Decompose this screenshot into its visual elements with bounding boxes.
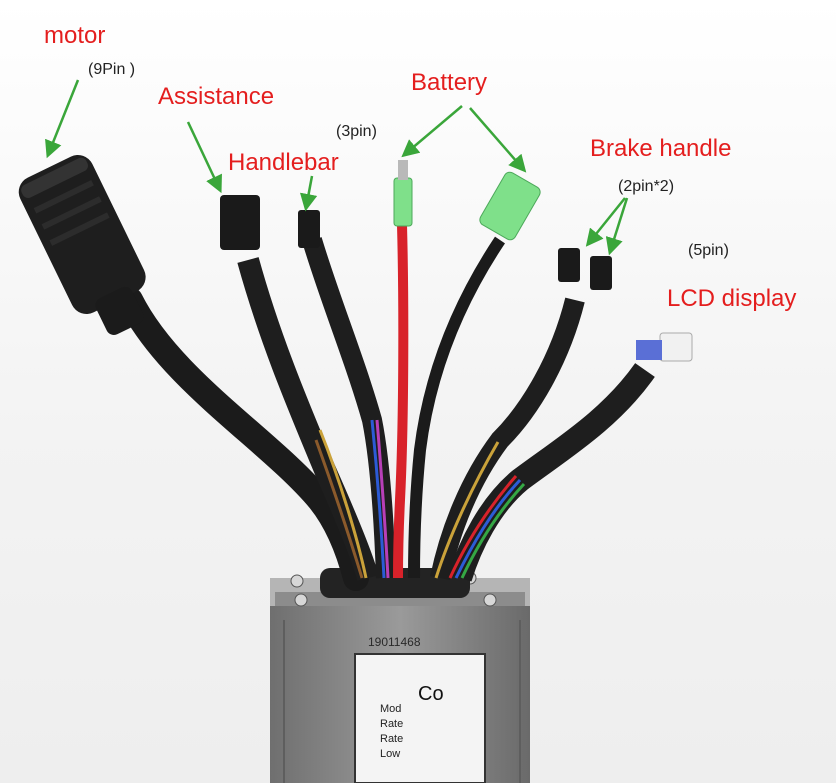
label-battery-pins: (3pin)	[336, 123, 377, 140]
brake-cable	[430, 248, 612, 581]
label-battery: Battery	[411, 69, 488, 96]
serial-number: 19011468	[368, 635, 421, 649]
battery-connector	[479, 171, 541, 241]
lcd-cable	[448, 332, 693, 582]
label-brake-handle: Brake handle	[590, 135, 732, 162]
label-motor-pins: (9Pin )	[88, 61, 136, 78]
plate-line: Rate	[380, 718, 403, 730]
plate-line: Low	[380, 748, 400, 760]
screw-icon	[483, 593, 497, 607]
label-handlebar: Handlebar	[228, 149, 339, 176]
assistance-cable	[220, 195, 379, 581]
handlebar-connector	[298, 210, 320, 248]
label-motor: motor	[44, 22, 106, 49]
lcd-connector	[659, 332, 693, 362]
arrow-icon	[299, 175, 318, 212]
arrows	[45, 79, 629, 256]
controller-housing: 19011468 Co Mod Rate Rate Low	[270, 568, 530, 783]
label-lcd-pins: (5pin)	[688, 242, 729, 259]
plate-line: Rate	[380, 733, 403, 745]
label-lcd-display: LCD display	[667, 285, 797, 312]
arrow-icon	[401, 105, 463, 158]
arrow-icon	[45, 79, 80, 159]
arrow-icon	[469, 107, 527, 173]
motor-connector	[18, 154, 146, 335]
spec-label	[354, 653, 486, 783]
label-brake-pins: (2pin*2)	[618, 178, 675, 195]
arrow-icon	[585, 197, 626, 247]
arrow-icon	[186, 121, 222, 194]
brake-connector	[590, 256, 612, 290]
battery-black-cable	[408, 171, 541, 579]
assistance-connector	[220, 195, 260, 250]
arrow-icon	[605, 197, 629, 256]
label-assistance: Assistance	[158, 83, 275, 110]
handlebar-cable	[298, 210, 396, 579]
plate-title: Co	[418, 683, 444, 705]
battery-red-cable	[393, 160, 413, 579]
battery-connector	[393, 177, 413, 227]
plate-line: Mod	[380, 703, 401, 715]
screw-icon	[294, 593, 308, 607]
brake-connector	[558, 248, 580, 282]
screw-icon	[290, 574, 304, 588]
